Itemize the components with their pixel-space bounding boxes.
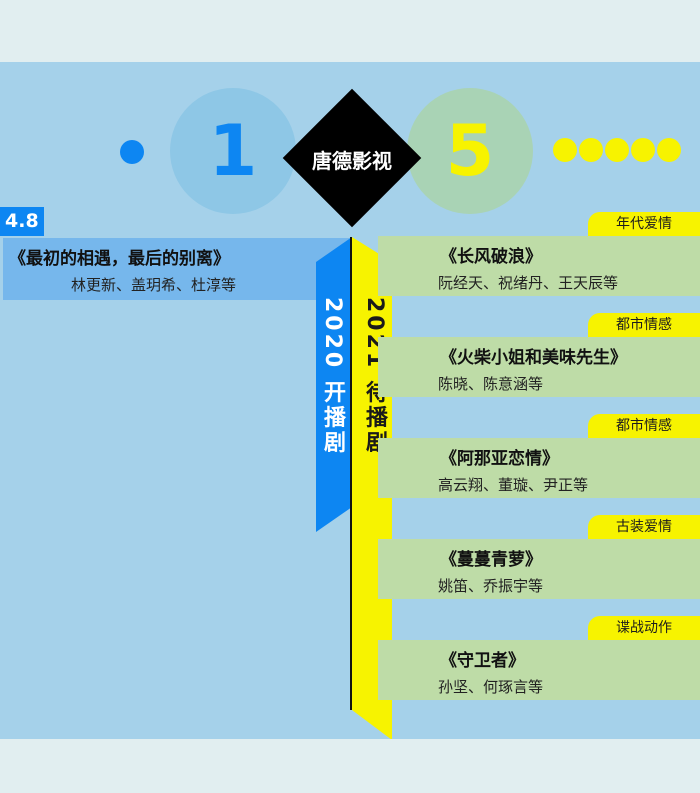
yellow-dot [657,138,681,162]
drama-card: 《火柴小姐和美味先生》 陈晓、陈意涵等 [378,337,700,397]
yellow-dot [605,138,629,162]
drama-card: 《阿那亚恋情》 高云翔、董璇、尹正等 [378,438,700,498]
right-list: 年代爱情 《长风破浪》 阮经天、祝绪丹、王天辰等 都市情感 《火柴小姐和美味先生… [0,62,700,739]
drama-title: 《长风破浪》 [440,247,542,267]
digit-circle-right: 5 [407,88,533,214]
drama-title: 《阿那亚恋情》 [440,449,559,469]
drama-cast: 姚笛、乔振宇等 [438,577,544,595]
drama-card: 《长风破浪》 阮经天、祝绪丹、王天辰等 [378,236,700,296]
genre-tag: 谍战动作 [588,616,700,640]
yellow-dot [553,138,577,162]
yellow-dot [631,138,655,162]
left-card: 《最初的相遇，最后的别离》 林更新、盖玥希、杜淳等 [3,238,353,300]
drama-card: 《蔓蔓青萝》 姚笛、乔振宇等 [378,539,700,599]
drama-cast: 陈晓、陈意涵等 [438,375,544,393]
drama-cast: 高云翔、董璇、尹正等 [438,476,589,494]
genre-tag: 古装爱情 [588,515,700,539]
label-2020: 2020 开播剧 [320,297,345,456]
blue-dot [120,140,144,164]
left-card-title: 《最初的相遇，最后的别离》 [9,249,230,269]
drama-cast: 孙坚、何琢言等 [438,678,544,696]
blue-ribbon [316,237,352,532]
digit-right: 5 [445,110,495,192]
digit-left: 1 [208,110,258,192]
genre-tag: 都市情感 [588,414,700,438]
genre-tag: 都市情感 [588,313,700,337]
drama-title: 《蔓蔓青萝》 [440,550,542,570]
score-badge: 4.8 [0,207,44,236]
digit-circle-left: 1 [170,88,296,214]
drama-cast: 阮经天、祝绪丹、王天辰等 [438,274,619,292]
content-panel: 1 5 唐德影视 4.8 《最初的相遇，最后的别离》 林更新、盖玥希、杜淳等 2… [0,62,700,739]
drama-title: 《火柴小姐和美味先生》 [440,348,627,368]
drama-title: 《守卫者》 [440,651,525,671]
drama-card: 《守卫者》 孙坚、何琢言等 [378,640,700,700]
yellow-dot [579,138,603,162]
yellow-dots [553,138,681,162]
genre-tag: 年代爱情 [588,212,700,236]
left-card-cast: 林更新、盖玥希、杜淳等 [71,276,237,294]
company-name: 唐德影视 [312,149,392,173]
